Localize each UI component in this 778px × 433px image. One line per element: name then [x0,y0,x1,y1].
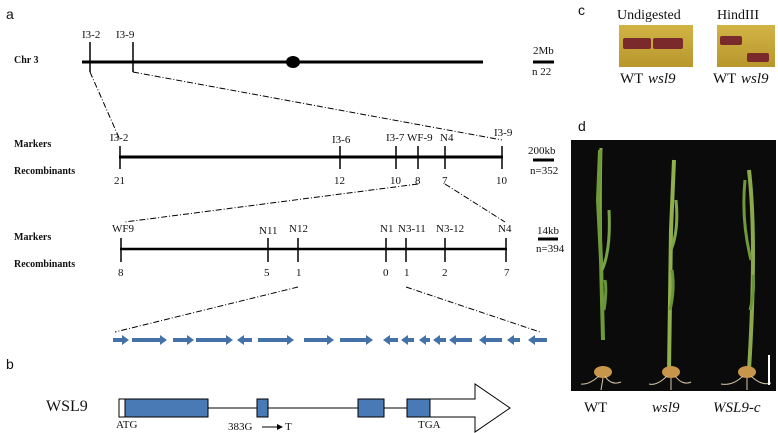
seedling-wt [581,148,621,390]
gene-arrow-7 [304,335,334,345]
undigested-label: Undigested [617,9,681,23]
gene-arrow-13 [449,335,472,345]
seedlings-graphic [571,140,776,391]
mutation-ref: 383G [228,422,252,433]
row3-recombinant: 0 [383,268,389,279]
gel-hindiii [717,25,775,67]
scale3-n: n=394 [536,244,564,255]
stop-codon: TGA [418,420,441,431]
row2-recombinant: 10 [496,176,507,187]
row3-recombinants-label: Recombinants [14,260,75,270]
row2-recombinant: 21 [114,176,125,187]
seedling-photo [571,140,776,391]
photo-label-wt: WT [584,401,607,416]
row2-marker: N4 [440,133,453,144]
row2-marker: I3-2 [110,133,128,144]
gene-arrow-11 [419,335,430,345]
gene-arrow-10 [401,335,414,345]
row3-recombinant: 5 [264,268,270,279]
row2-marker: I3-6 [332,135,350,146]
zoom-line-left-1 [90,72,120,140]
scale1-n: n 22 [532,67,551,78]
gene-arrow-4 [196,335,233,345]
row2-recombinants-label: Recombinants [14,167,75,177]
row3-recombinant: 1 [296,268,302,279]
exon-4 [407,399,430,417]
zoom-line-left-2 [125,184,418,222]
scale1-label: 2Mb [533,46,554,57]
scale2-label: 200kb [528,146,556,157]
row2-recombinant: 7 [442,176,448,187]
row3-recombinant: 1 [404,268,410,279]
gene-arrow-16 [528,335,547,345]
gene-arrows [113,335,547,345]
gene-arrow-12 [433,335,446,345]
photo-label-wsl9: wsl9 [652,401,680,416]
seedling-wsl9 [649,160,691,390]
zoom-line-right-2 [445,184,505,222]
row3-recombinant: 2 [442,268,448,279]
gene-arrow-15 [507,335,520,345]
centromere [286,56,300,68]
row2-recombinant: 12 [334,176,345,187]
row2-marker: I3-9 [494,128,512,139]
scale3-label: 14kb [537,226,559,237]
row3-marker: N1 [380,224,393,235]
row2-marker: WF-9 [407,133,433,144]
lane-wt-2: WT [713,72,736,87]
gene-arrow-1 [113,335,129,345]
row2-marker: I3-7 [386,133,404,144]
row2-recombinant: 10 [390,176,401,187]
row3-marker: N3-11 [398,224,426,235]
exon-3 [358,399,384,417]
gene-name: WSL9 [46,399,88,415]
row3-recombinant: 7 [504,268,510,279]
row3-markers-label: Markers [14,233,51,243]
zoom-line-right-3 [406,287,540,332]
utr-5 [119,399,125,417]
row3-marker: N3-12 [436,224,464,235]
seedling-wsl9-c [721,170,771,390]
gene-arrow-6 [258,335,294,345]
zoom-line-right-1 [133,72,502,140]
gene-arrow-2 [132,335,167,345]
row3-marker: N4 [498,224,511,235]
gene-arrow-14 [479,335,502,345]
row2-markers-label: Markers [14,140,51,150]
band-mut-undigested [653,38,683,49]
band-mut-hindiii [747,53,769,62]
chr-marker-i3-2: I3-2 [82,30,100,41]
lane-mut-1: wsl9 [648,72,676,87]
row3-recombinant: 8 [118,268,124,279]
zoom-line-left-3 [115,287,298,332]
gene-arrow-8 [340,335,373,345]
band-wt-undigested [623,38,651,49]
gene-arrow-9 [383,335,398,345]
gel-undigested [619,25,693,67]
chr-marker-i3-9: I3-9 [116,30,134,41]
mutation-alt: T [285,422,292,433]
band-wt-hindiii [720,36,742,45]
lane-mut-2: wsl9 [741,72,769,87]
gene-arrow-3 [173,335,194,345]
lane-wt-1: WT [620,72,643,87]
hindiii-label: HindIII [717,9,759,23]
utr-3-arrow [430,384,510,432]
row2-recombinant: 8 [415,176,421,187]
row3-marker: N11 [259,226,278,237]
chr-label: Chr 3 [14,56,39,66]
gene-arrow-5 [237,335,252,345]
scale2-n: n=352 [530,166,558,177]
row3-marker: N12 [289,224,308,235]
start-codon: ATG [116,420,137,431]
exon-2 [257,399,268,417]
row3-marker: WF9 [112,224,134,235]
photo-label-wsl9-c: WSL9-c [713,401,761,416]
exon-1 [125,399,208,417]
